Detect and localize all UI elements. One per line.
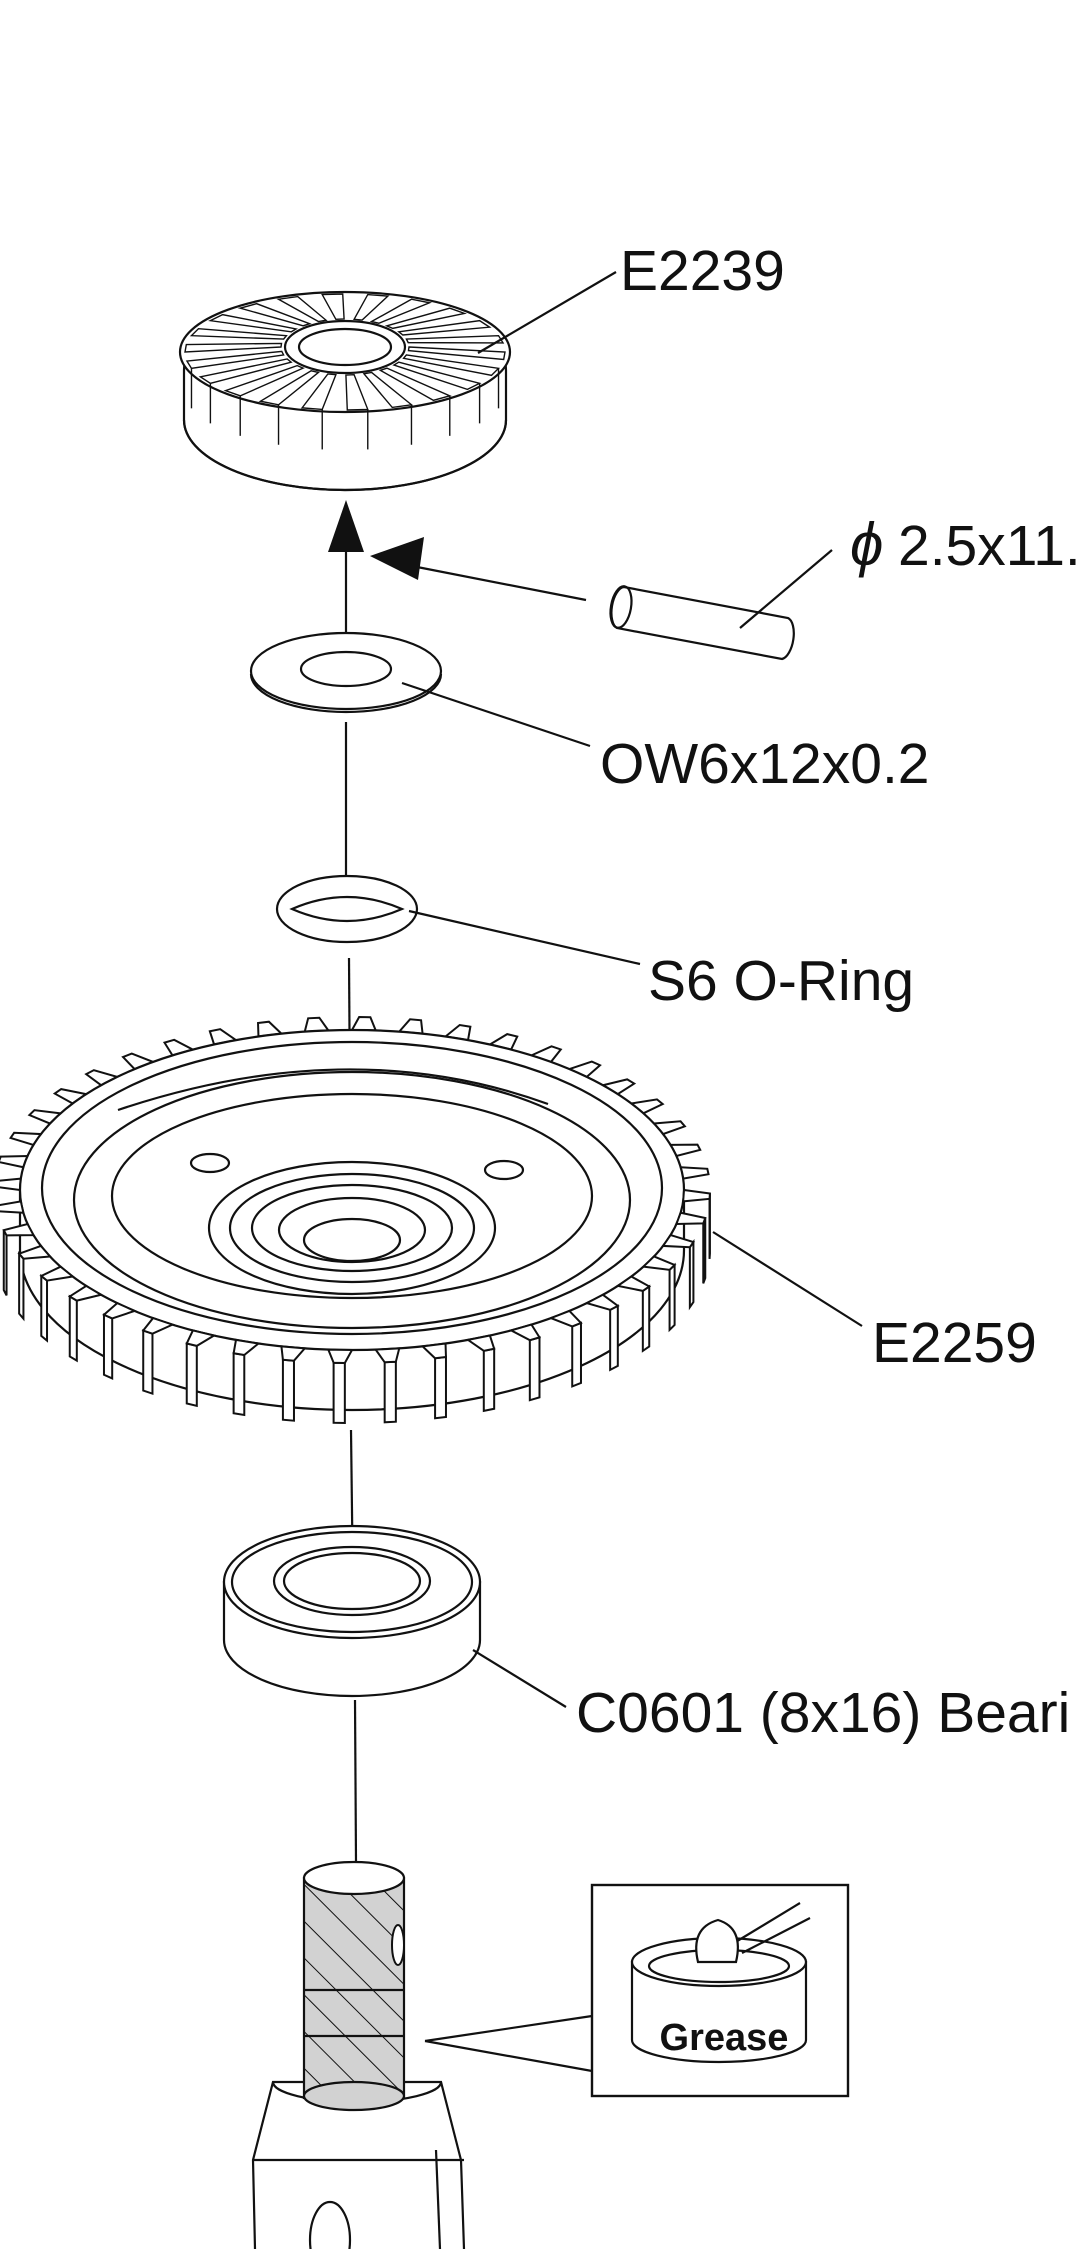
- spur-gear-tooth-side: [102, 1313, 114, 1380]
- spur-gear-tooth-side: [482, 1347, 496, 1413]
- spur-gear-e2259: [0, 1016, 711, 1424]
- spur-gear-tooth: [350, 1016, 378, 1032]
- spur-gear-tooth-side: [18, 1250, 25, 1322]
- spur-gear-tooth-side: [688, 1238, 695, 1311]
- spur-gear-tooth-side: [40, 1273, 49, 1343]
- spur-gear-tooth: [102, 1301, 138, 1320]
- spur-gear-tooth-side: [232, 1352, 246, 1417]
- spur-gear-tooth: [674, 1211, 707, 1226]
- spur-gear-tooth-side: [528, 1336, 541, 1402]
- spur-gear-tooth-side: [641, 1284, 651, 1353]
- spur-gear-tooth-side: [702, 1217, 707, 1284]
- diameter-symbol: ϕ: [850, 511, 883, 578]
- bevel-gear-tooth: [198, 358, 293, 385]
- spur-gear-tooth: [17, 1244, 53, 1260]
- spur-gear-tooth: [661, 1233, 696, 1249]
- label-bevel-gear: E2239: [620, 239, 785, 303]
- bevel-gear-tooth: [321, 293, 345, 320]
- spur-gear-tooth-side: [332, 1361, 346, 1424]
- arrow-up: [328, 500, 364, 552]
- spur-gear-tooth: [682, 1188, 711, 1203]
- spur-gear-tooth: [584, 1293, 620, 1311]
- spur-gear-tooth: [679, 1166, 710, 1180]
- bevel-gear-tooth: [352, 293, 390, 321]
- bevel-gear-tooth: [185, 350, 285, 370]
- ball-bearing-part: [222, 1524, 482, 1698]
- spur-gear-tooth: [508, 1323, 542, 1342]
- label-o-ring: S6 O-Ring: [648, 949, 914, 1013]
- spur-gear-tooth: [2, 1222, 36, 1237]
- grease-callout: Grease: [424, 1883, 850, 2098]
- pin-part: [609, 585, 795, 661]
- bevel-gear-tooth: [276, 295, 328, 323]
- spur-gear-tooth: [641, 1255, 677, 1271]
- label-bearing: C0601 (8x16) Beari: [576, 1681, 1070, 1745]
- bevel-gear-tooth: [369, 298, 433, 324]
- spur-gear-tooth: [39, 1265, 76, 1282]
- label-spur-gear: E2259: [872, 1311, 1037, 1375]
- spur-gear-tooth-side: [571, 1321, 582, 1388]
- label-washer: OW6x12x0.2: [600, 732, 929, 796]
- spur-gear-tooth: [373, 1347, 401, 1364]
- bevel-gear-tooth: [378, 367, 452, 402]
- spur-gear-tooth: [548, 1309, 583, 1328]
- bevel-gear-tooth: [384, 307, 467, 330]
- bevel-gear-tooth: [345, 373, 369, 411]
- bevel-gear-tooth: [258, 370, 320, 406]
- part-labels: E2239 ϕ 2.5x11. OW6x12x0.2 S6 O-Ring E22…: [576, 239, 1080, 1745]
- spur-gear-tooth-side: [2, 1229, 8, 1296]
- leader-lines: [401, 271, 863, 1708]
- spur-gear-tooth-side: [383, 1360, 397, 1424]
- grease-jar-label: Grease: [660, 2017, 789, 2059]
- bevel-gear-e2239: [178, 290, 512, 492]
- spur-gear-tooth: [420, 1342, 448, 1360]
- washer-part: [249, 631, 443, 714]
- spur-gear-tooth: [0, 1177, 22, 1192]
- bevel-gear-tooth: [184, 342, 283, 353]
- spur-gear-tooth: [465, 1334, 496, 1352]
- bevel-gear-tooth: [407, 346, 506, 361]
- spur-gear-tooth-side: [609, 1304, 619, 1372]
- spur-gear-tooth: [185, 1329, 217, 1347]
- spur-gear-tooth-side: [434, 1355, 447, 1420]
- spur-gear-tooth-side: [668, 1262, 676, 1333]
- bevel-gear-tooth: [402, 354, 501, 377]
- bevel-gear-tooth: [362, 371, 414, 409]
- bevel-gear-tooth: [405, 334, 505, 344]
- spur-gear-tooth: [280, 1345, 307, 1362]
- bevel-gear-tooth: [397, 319, 492, 336]
- spur-gear-tooth-side: [281, 1358, 295, 1422]
- spur-gear-tooth: [0, 1200, 25, 1214]
- bevel-gear-tooth: [237, 302, 312, 327]
- spur-gear-tooth-side: [185, 1342, 198, 1408]
- bevel-gear-tooth: [208, 313, 298, 333]
- arrow-pin-insert: [370, 537, 587, 602]
- spur-gear-tooth: [615, 1275, 652, 1292]
- grease-jar-icon: Grease: [630, 1902, 811, 2064]
- bevel-gear-tooth: [300, 373, 337, 411]
- o-ring-part: [275, 874, 419, 944]
- spur-gear-tooth-side: [68, 1294, 78, 1363]
- spur-gear-tooth: [67, 1284, 104, 1302]
- label-pin: 2.5x11.: [898, 514, 1080, 578]
- bevel-gear-tooth: [392, 361, 482, 391]
- spur-gear-tooth: [141, 1316, 176, 1335]
- spur-gear-tooth: [232, 1338, 261, 1357]
- spur-gear-tooth-side: [142, 1329, 154, 1396]
- shaft-part: [251, 1860, 466, 2249]
- bevel-gear-tooth: [223, 364, 305, 397]
- bevel-gear-tooth: [189, 327, 288, 340]
- spur-gear-tooth: [326, 1348, 354, 1364]
